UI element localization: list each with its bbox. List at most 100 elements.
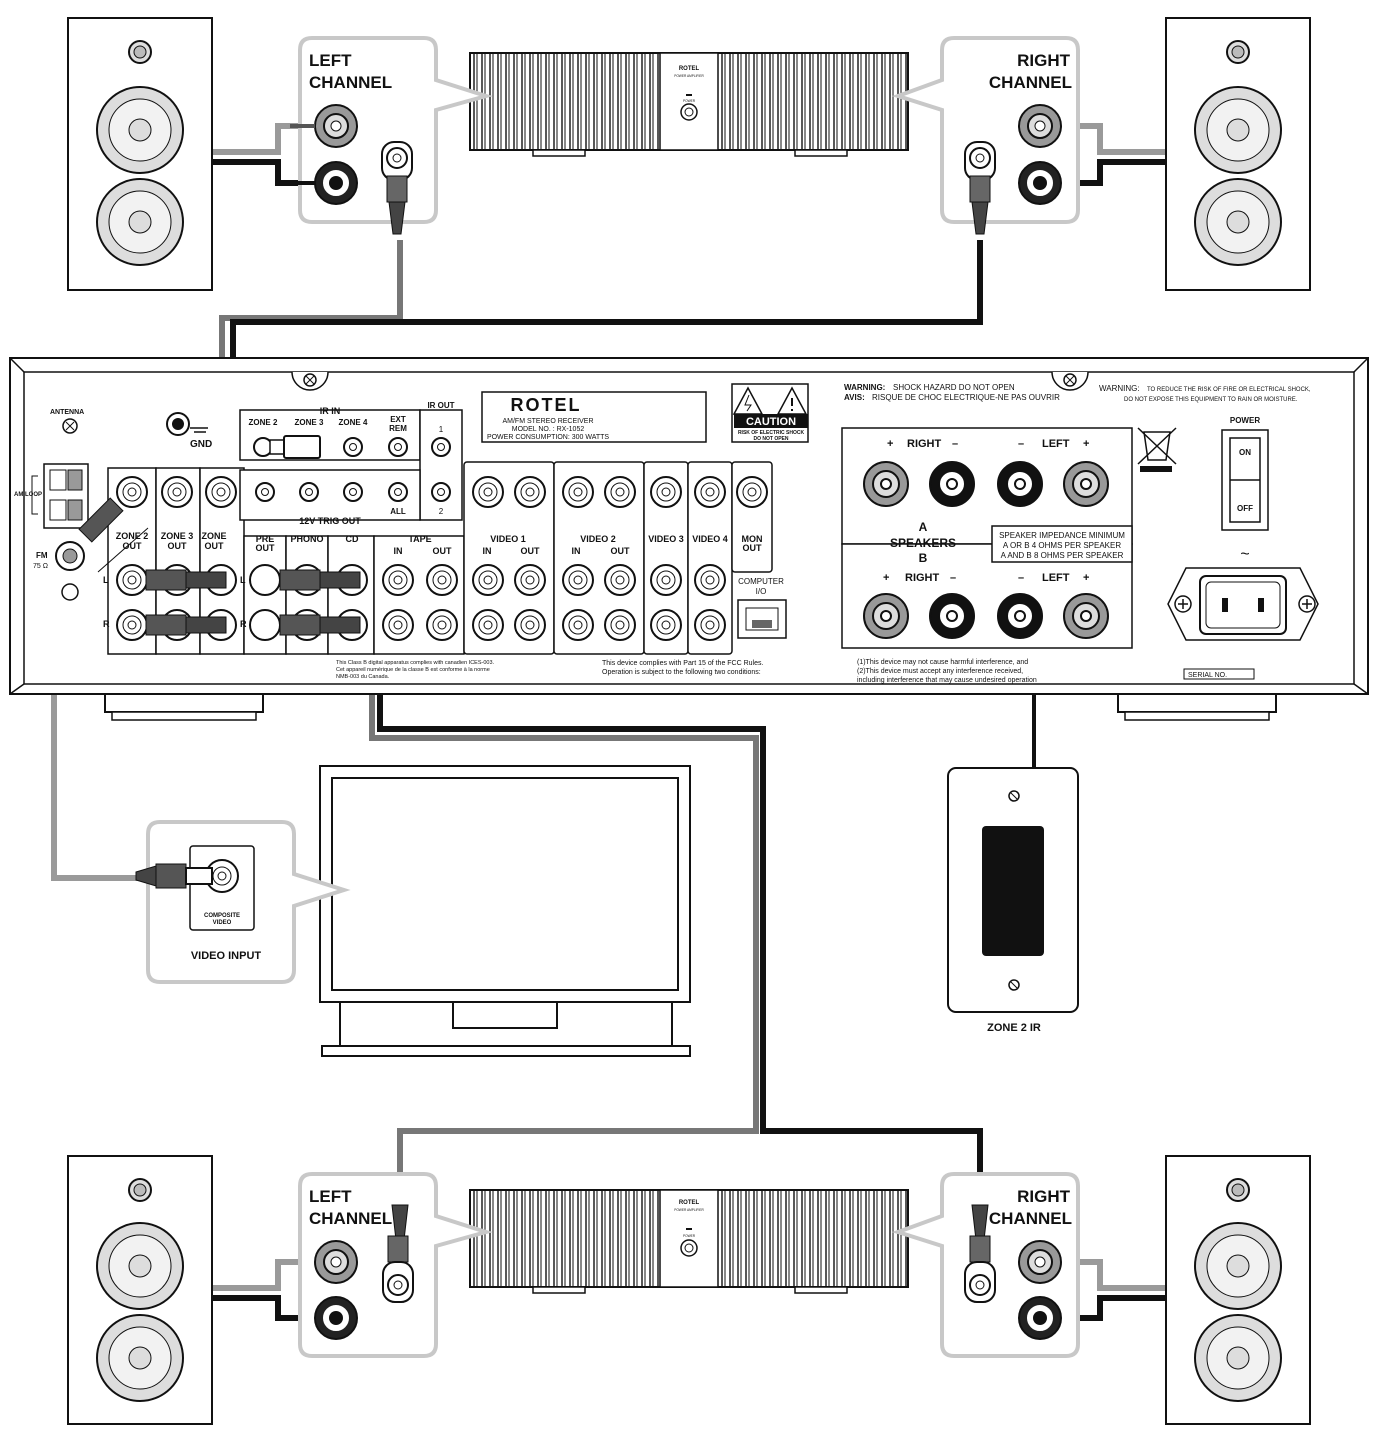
svg-text:DO NOT OPEN: DO NOT OPEN xyxy=(753,436,788,442)
svg-text:ZONE 3: ZONE 3 xyxy=(295,418,324,427)
svg-text:CHANNEL: CHANNEL xyxy=(989,73,1072,92)
svg-text:ZONE 2: ZONE 2 xyxy=(249,418,278,427)
svg-text:This device complies with Part: This device complies with Part 15 of the… xyxy=(602,660,764,667)
svg-text:ALL: ALL xyxy=(390,507,406,516)
svg-text:I/O: I/O xyxy=(756,587,767,596)
svg-text:VIDEO INPUT: VIDEO INPUT xyxy=(191,950,262,962)
svg-text:VIDEO 3: VIDEO 3 xyxy=(648,534,684,544)
svg-text:75 Ω: 75 Ω xyxy=(33,563,48,570)
svg-text:R: R xyxy=(240,619,247,629)
svg-text:A OR B 4 OHMS PER SPEAKER: A OR B 4 OHMS PER SPEAKER xyxy=(1003,541,1121,550)
svg-text:ZONE 4: ZONE 4 xyxy=(339,418,368,427)
svg-text:OUT: OUT xyxy=(433,546,453,556)
amp-bottom-model: POWER AMPLIFIER xyxy=(674,1208,704,1212)
svg-text:WARNING:: WARNING: xyxy=(844,383,885,392)
svg-text:MODEL NO. : RX-1052: MODEL NO. : RX-1052 xyxy=(512,426,585,433)
svg-text:IN: IN xyxy=(483,546,492,556)
svg-text:IN: IN xyxy=(572,546,581,556)
svg-text:1: 1 xyxy=(439,425,444,434)
svg-text:NMB-003 du Canada.: NMB-003 du Canada. xyxy=(336,674,390,680)
svg-text:TAPE: TAPE xyxy=(408,534,431,544)
svg-text:VIDEO 4: VIDEO 4 xyxy=(692,534,728,544)
svg-text:RIGHT: RIGHT xyxy=(907,438,942,450)
power-amp-bottom: ROTEL POWER AMPLIFIER POWER xyxy=(469,1189,909,1294)
svg-text:12V TRIG OUT: 12V TRIG OUT xyxy=(299,516,361,526)
amp-bottom-brand: ROTEL xyxy=(679,1200,700,1206)
svg-text:SPEAKERS: SPEAKERS xyxy=(890,536,956,550)
svg-text:SHOCK HAZARD DO NOT OPEN: SHOCK HAZARD DO NOT OPEN xyxy=(893,383,1015,392)
svg-text:LEFT: LEFT xyxy=(309,1187,352,1206)
svg-text:~: ~ xyxy=(1240,546,1249,563)
svg-text:A AND B 8 OHMS PER SPEAKER: A AND B 8 OHMS PER SPEAKER xyxy=(1001,551,1124,560)
svg-text:TO REDUCE THE RISK OF FIRE OR: TO REDUCE THE RISK OF FIRE OR ELECTRICAL… xyxy=(1147,387,1311,393)
svg-text:RIGHT: RIGHT xyxy=(905,572,940,584)
speaker-top-right xyxy=(1165,17,1311,291)
svg-text:including interference that ma: including interference that may cause un… xyxy=(857,677,1037,684)
svg-text:+: + xyxy=(883,572,889,584)
svg-text:R: R xyxy=(103,619,110,629)
cables xyxy=(51,123,1166,1321)
receiver-rear-panel: ANTENNA AM LOOP FM 75 Ω GND ZONE 2 OUT Z… xyxy=(9,357,1369,721)
svg-text:PHONO: PHONO xyxy=(290,534,323,544)
callout-bottom-left: LEFT CHANNEL xyxy=(298,1172,493,1358)
svg-text:CAUTION: CAUTION xyxy=(746,416,796,428)
svg-text:(1)This device may not cause h: (1)This device may not cause harmful int… xyxy=(857,659,1028,666)
svg-text:–: – xyxy=(950,572,956,584)
svg-text:OUT: OUT xyxy=(611,546,631,556)
svg-text:AM/FM STEREO RECEIVER: AM/FM STEREO RECEIVER xyxy=(502,418,593,425)
svg-text:IN: IN xyxy=(394,546,403,556)
zone2-ir-receiver: ZONE 2 IR xyxy=(947,767,1079,1034)
svg-text:POWER: POWER xyxy=(1230,416,1260,425)
svg-text:RISK OF ELECTRIC SHOCK: RISK OF ELECTRIC SHOCK xyxy=(738,430,805,436)
svg-text:–: – xyxy=(952,438,958,450)
svg-text:OFF: OFF xyxy=(1237,504,1253,513)
svg-text:IR OUT: IR OUT xyxy=(427,401,454,410)
svg-text:COMPUTER: COMPUTER xyxy=(738,577,784,586)
svg-text:POWER CONSUMPTION: 300 WATTS: POWER CONSUMPTION: 300 WATTS xyxy=(487,434,609,441)
svg-text:RIGHT: RIGHT xyxy=(1017,1187,1071,1206)
speaker-bottom-right xyxy=(1165,1155,1311,1425)
svg-text:CD: CD xyxy=(346,534,359,544)
svg-text:SPEAKER IMPEDANCE MINIMUM: SPEAKER IMPEDANCE MINIMUM xyxy=(999,531,1125,540)
svg-text:COMPOSITE: COMPOSITE xyxy=(204,913,240,919)
svg-text:LEFT: LEFT xyxy=(309,51,352,70)
speaker-bottom-left xyxy=(67,1155,213,1425)
svg-text:IR IN: IR IN xyxy=(320,406,341,416)
svg-text:+: + xyxy=(1083,438,1089,450)
amp-top-brand: ROTEL xyxy=(679,66,700,72)
svg-text:OUT: OUT xyxy=(256,543,276,553)
svg-text:A: A xyxy=(919,520,928,534)
amp-bottom-power: POWER xyxy=(683,1234,696,1238)
svg-text:Operation is subject to the fo: Operation is subject to the following tw… xyxy=(602,669,761,676)
svg-text:DO NOT EXPOSE THIS EQUIPMENT T: DO NOT EXPOSE THIS EQUIPMENT TO RAIN OR … xyxy=(1124,397,1298,403)
svg-text:+: + xyxy=(887,438,893,450)
ir-sensor-window xyxy=(982,826,1044,956)
svg-text:PRE: PRE xyxy=(256,534,275,544)
svg-text:Cet appareil numérique de la c: Cet appareil numérique de la classe B es… xyxy=(336,667,490,673)
amp-top-model: POWER AMPLIFIER xyxy=(674,74,704,78)
speaker-top-left xyxy=(67,17,213,291)
svg-text:OUT: OUT xyxy=(521,546,541,556)
svg-text:LEFT: LEFT xyxy=(1042,438,1070,450)
svg-text:AVIS:: AVIS: xyxy=(844,393,865,402)
svg-text:L: L xyxy=(103,575,109,585)
callout-top-left: LEFT CHANNEL xyxy=(290,36,493,235)
svg-text:–: – xyxy=(1018,438,1024,450)
svg-text:FM: FM xyxy=(36,551,48,560)
svg-text:OUT: OUT xyxy=(743,543,763,553)
video-input-callout: COMPOSITE VIDEO VIDEO INPUT xyxy=(135,820,351,984)
svg-text:REM: REM xyxy=(389,424,407,433)
svg-text:+: + xyxy=(1083,572,1089,584)
amp-top-power: POWER xyxy=(683,99,696,103)
svg-text:RISQUE DE CHOC ELECTRIQUE-NE P: RISQUE DE CHOC ELECTRIQUE-NE PAS OUVRIR xyxy=(872,393,1060,402)
svg-text:LEFT: LEFT xyxy=(1042,572,1070,584)
svg-text:AM LOOP: AM LOOP xyxy=(14,492,42,498)
svg-text:OUT: OUT xyxy=(205,541,225,551)
svg-text:This Class B digital apparatus: This Class B digital apparatus complies … xyxy=(336,660,495,666)
weee-bin-icon xyxy=(1137,427,1177,472)
svg-text:2: 2 xyxy=(439,507,444,516)
svg-text:MON: MON xyxy=(742,534,763,544)
svg-text:ANTENNA: ANTENNA xyxy=(50,409,84,416)
svg-text:VIDEO: VIDEO xyxy=(213,920,232,926)
